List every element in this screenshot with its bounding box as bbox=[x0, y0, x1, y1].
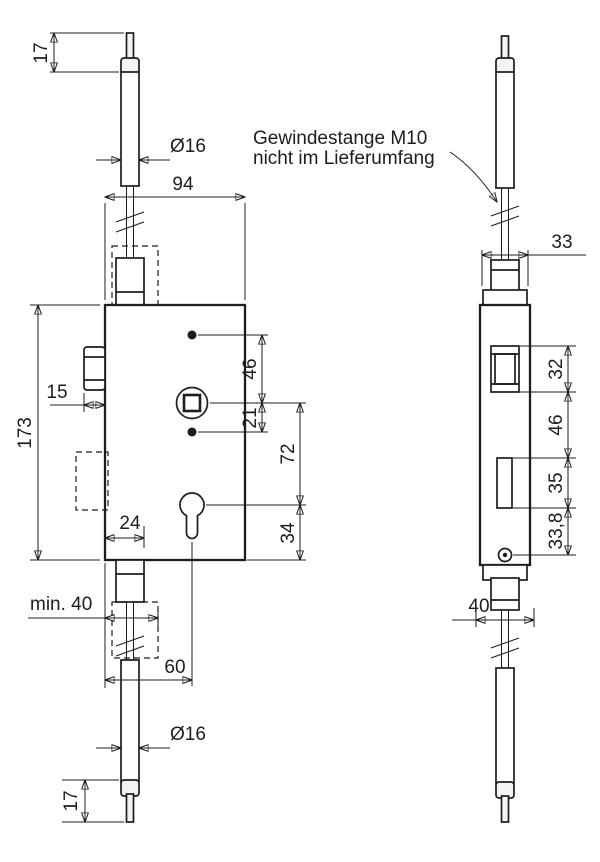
top-collar-side bbox=[482, 289, 528, 306]
break-mark bbox=[490, 205, 520, 217]
rod-travel-outline-bottom bbox=[111, 601, 159, 659]
threaded-rod-bottom-front bbox=[115, 602, 145, 823]
threaded-rod-top-side bbox=[490, 35, 520, 260]
dim-label-follower-offset: 15 bbox=[46, 382, 67, 403]
dim-label-spindle-to-cylinder: 72 bbox=[278, 443, 299, 464]
bottom-spigot-front bbox=[115, 559, 145, 603]
dim-label-body-height: 173 bbox=[15, 417, 36, 449]
dim-label-cylinder-to-bottom: 34 bbox=[278, 522, 299, 544]
lock-body-side bbox=[478, 303, 532, 567]
break-mark bbox=[115, 221, 145, 233]
screw-hole-top bbox=[187, 330, 197, 340]
break-mark bbox=[115, 645, 145, 657]
lever-outline-dashed bbox=[75, 451, 109, 511]
front-view: 17 Ø16 94 173 15 bbox=[15, 32, 306, 823]
square-spindle-hole bbox=[182, 393, 202, 413]
dim-label-rod-top-dia: Ø16 bbox=[170, 136, 206, 157]
rod-shaft bbox=[495, 71, 515, 189]
follower-side bbox=[490, 345, 520, 393]
annotation-line1: Gewindestange M10 bbox=[253, 128, 427, 149]
annotation-gewindestange: Gewindestange M10 nicht im Lieferumfang bbox=[253, 128, 497, 202]
threaded-rod-top-front bbox=[115, 32, 145, 258]
dim-label-rod-bottom-length: 17 bbox=[61, 790, 82, 811]
dim-label-follower-to-slot: 46 bbox=[546, 414, 567, 435]
dim-label-rod-bottom-dia: Ø16 bbox=[170, 724, 206, 745]
bottom-spigot-side bbox=[482, 564, 528, 611]
break-mark bbox=[115, 635, 145, 647]
dim-label-spindle-to-screw: 21 bbox=[240, 407, 261, 428]
dim-label-body-depth: 33 bbox=[551, 232, 572, 253]
leader-arrow bbox=[449, 151, 497, 202]
dim-label-rod-top-length: 17 bbox=[31, 42, 52, 63]
side-view: Gewindestange M10 nicht im Lieferumfang bbox=[253, 35, 586, 823]
rod-travel-outline-top bbox=[111, 245, 159, 307]
top-spigot-front bbox=[115, 257, 145, 306]
profile-cylinder-hole bbox=[179, 492, 205, 540]
screw-side bbox=[497, 547, 513, 563]
top-spigot-side bbox=[482, 259, 528, 306]
rod-shaft bbox=[495, 667, 515, 785]
dim-label-edge-to-cylinder: 60 bbox=[164, 657, 185, 678]
rod-tip bbox=[500, 795, 510, 823]
slot-side bbox=[496, 457, 513, 509]
dim-label-body-width: 94 bbox=[172, 174, 194, 195]
screw-hole-bottom bbox=[187, 427, 197, 437]
break-mark bbox=[490, 647, 520, 659]
dim-label-screw-to-spindle: 46 bbox=[240, 358, 261, 379]
dim-label-bottom-width: 40 bbox=[468, 596, 489, 617]
threaded-rod-bottom-side bbox=[490, 610, 520, 823]
dim-label-min-clearance: min. 40 bbox=[30, 594, 92, 615]
dim-label-slot-offset: 24 bbox=[119, 513, 141, 534]
break-mark bbox=[490, 215, 520, 227]
spindle-hub bbox=[175, 386, 209, 420]
front-view-dimensions: 17 Ø16 94 173 15 bbox=[15, 33, 306, 822]
rod-shaft bbox=[120, 659, 140, 783]
annotation-line2: nicht im Lieferumfang bbox=[253, 148, 435, 169]
dim-label-slot-to-screw: 33,8 bbox=[546, 513, 567, 550]
rod-tip bbox=[125, 32, 135, 61]
break-mark bbox=[490, 637, 520, 649]
follower-front bbox=[83, 346, 106, 391]
side-view-dimensions: 33 32 46 35 33,8 40 bbox=[452, 232, 586, 627]
rod-shaft bbox=[120, 71, 140, 187]
dim-label-slot-height: 35 bbox=[546, 472, 567, 493]
dim-label-follower-height: 32 bbox=[546, 358, 567, 379]
break-mark bbox=[115, 211, 145, 223]
rod-tip bbox=[125, 793, 135, 823]
